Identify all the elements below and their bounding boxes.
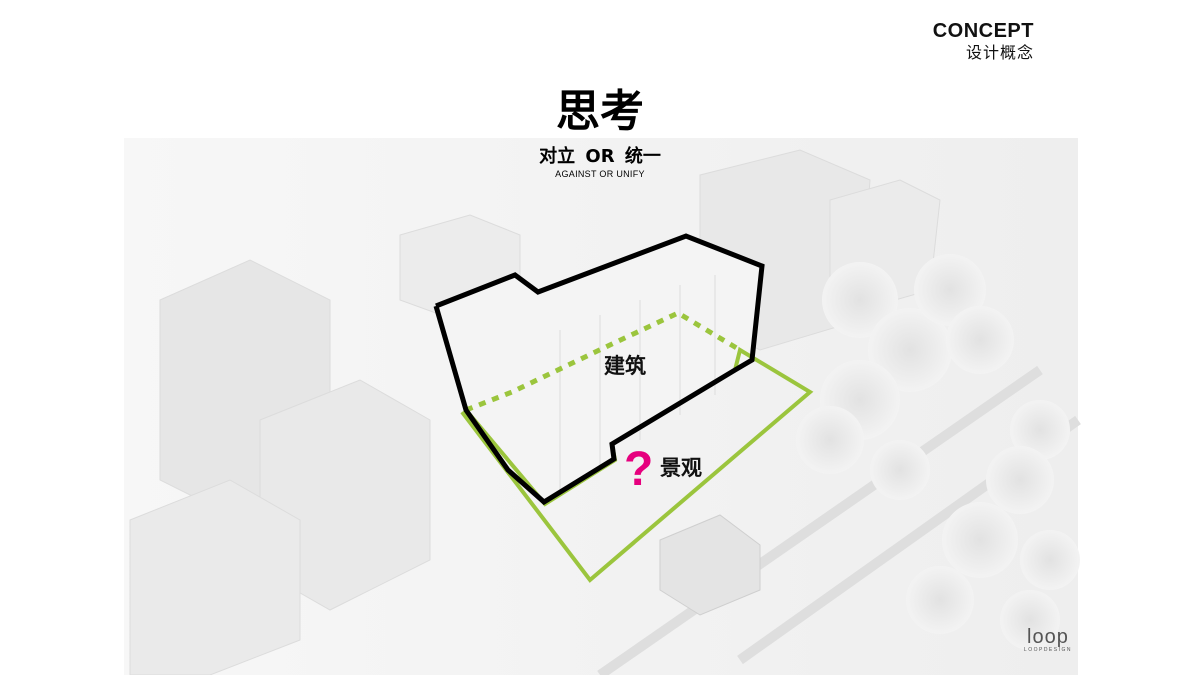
- tree-canopy: [796, 254, 1080, 650]
- logo-tagline: LOOPDESIGN: [1023, 647, 1072, 653]
- slide-heading: 思考 对立 OR 统一 AGAINST OR UNIFY: [0, 84, 1200, 180]
- page-subtitle: 对立 OR 统一: [539, 146, 661, 167]
- building-label: 建筑: [604, 354, 646, 378]
- section-header: CONCEPT 设计概念: [933, 20, 1034, 64]
- logo-word: loop: [1027, 626, 1069, 648]
- section-title-en: CONCEPT: [932, 20, 1034, 42]
- building-outline: [433, 233, 765, 506]
- loop-logo: loop LOOPDESIGN: [1024, 627, 1072, 653]
- pavilion: [659, 514, 761, 616]
- facade-lines: [559, 275, 716, 495]
- building-footprint-dashed: [465, 310, 742, 413]
- section-title-cn: 设计概念: [965, 43, 1034, 62]
- question-mark: ?: [624, 443, 654, 496]
- page-subtitle-en: AGAINST OR UNIFY: [555, 169, 645, 179]
- landscape-label: 景观: [660, 456, 702, 480]
- page-title: 思考: [556, 86, 644, 137]
